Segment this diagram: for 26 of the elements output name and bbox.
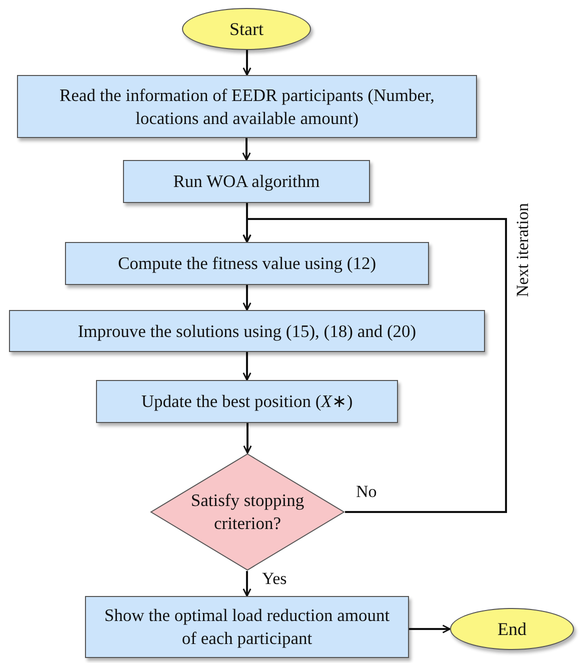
arrow: [242, 571, 252, 597]
process-box: [96, 380, 398, 423]
process-box: [123, 160, 370, 203]
process-box: [85, 596, 409, 658]
arrow: [242, 285, 252, 311]
loop-label: Next iteration: [512, 203, 533, 297]
node-text: Read the information of EEDR participants (Number, locations and available amount): [58, 84, 436, 130]
process-box: [17, 75, 477, 138]
node-text: Compute the fitness value using (12): [118, 252, 376, 275]
arrow: [242, 352, 252, 381]
node-text: Start: [230, 18, 264, 40]
arrow: [243, 423, 252, 454]
node-text: Satisfy stopping criterion?: [190, 489, 306, 535]
node-text: End: [498, 618, 526, 640]
terminal-ellipse: [182, 8, 311, 50]
arrow: [242, 50, 252, 76]
arrow: [242, 138, 251, 161]
node-text: Show the optimal load reduction amount of each participant: [103, 604, 391, 650]
arrow: [409, 624, 451, 634]
process-box: [65, 242, 429, 285]
process-box: [9, 310, 485, 352]
node-text: Improuve the solutions using (15), (18) and (20): [78, 320, 416, 342]
node-text: Update the best position (X∗): [141, 390, 353, 413]
arrow: [242, 218, 507, 513]
node-text: Run WOA algorithm: [173, 170, 320, 193]
terminal-ellipse: [450, 608, 574, 650]
